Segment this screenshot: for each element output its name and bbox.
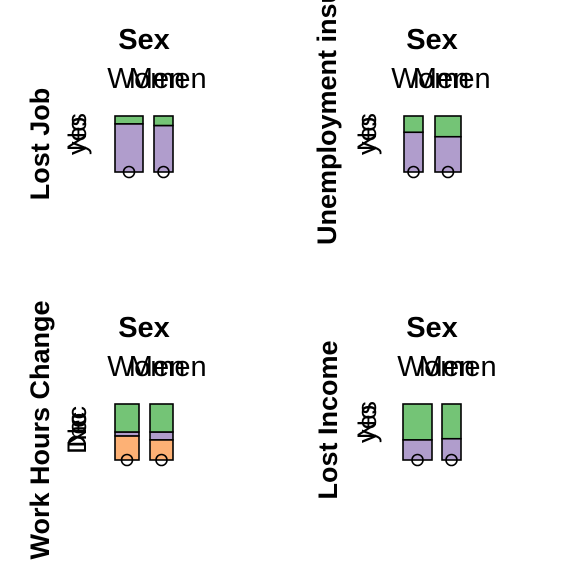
category-label-men: Men bbox=[129, 351, 185, 383]
bar-base-marker-women bbox=[441, 165, 455, 179]
row-label: Unemployment insurance bbox=[312, 0, 342, 245]
level-label-no: No bbox=[352, 117, 382, 152]
bar-base-marker-men bbox=[411, 453, 424, 467]
bar-segment-women-no bbox=[153, 124, 174, 173]
bar-segment-women-yes bbox=[441, 403, 462, 440]
bar-base-marker-men bbox=[407, 165, 420, 179]
level-label-no: No bbox=[352, 405, 382, 440]
bar-segment-women-no bbox=[149, 431, 174, 441]
category-label-women: Women bbox=[107, 351, 206, 383]
level-label-yes: yes bbox=[352, 113, 382, 155]
bar-segment-women-yes bbox=[434, 115, 462, 138]
category-label-women: Women bbox=[391, 63, 490, 95]
column-header: Sex bbox=[118, 312, 170, 344]
category-label-men: Men bbox=[419, 351, 475, 383]
column-header: Sex bbox=[406, 312, 458, 344]
level-label-yes: yes bbox=[62, 113, 92, 155]
bar-segment-men-yes bbox=[402, 403, 433, 441]
column-header: Sex bbox=[406, 24, 458, 56]
bar-segment-men-no bbox=[114, 123, 144, 173]
bar-segment-women-dec bbox=[149, 439, 174, 461]
level-label-no: No bbox=[62, 117, 92, 152]
level-label-dec: Dec bbox=[62, 406, 92, 454]
bar-segment-men-yes bbox=[114, 115, 144, 125]
bar-segment-men-yes bbox=[403, 115, 424, 134]
category-label-women: Women bbox=[107, 63, 206, 95]
bar-base-marker-men bbox=[122, 165, 136, 179]
bar-segment-women-no bbox=[441, 437, 462, 461]
bar-base-marker-men bbox=[120, 453, 134, 467]
column-header: Sex bbox=[118, 24, 170, 56]
row-label: Work Hours Change bbox=[25, 300, 55, 559]
level-label-no: No bbox=[62, 413, 92, 448]
bar-segment-women-inc bbox=[149, 403, 174, 433]
category-label-men: Men bbox=[413, 63, 469, 95]
row-label: Lost Income bbox=[313, 340, 343, 499]
bar-base-marker-women bbox=[157, 165, 170, 179]
category-label-women: Women bbox=[397, 351, 496, 383]
bar-base-marker-women bbox=[445, 453, 458, 467]
level-label-yes: yes bbox=[352, 401, 382, 443]
bar-segment-men-no bbox=[402, 439, 433, 461]
bar-segment-men-inc bbox=[114, 403, 140, 433]
bar-segment-women-yes bbox=[153, 115, 174, 127]
bar-base-marker-women bbox=[155, 453, 168, 467]
level-label-inc: Inc bbox=[62, 412, 92, 448]
category-label-men: Men bbox=[129, 63, 185, 95]
row-label: Lost Job bbox=[25, 88, 55, 201]
bar-segment-men-dec bbox=[114, 435, 140, 461]
